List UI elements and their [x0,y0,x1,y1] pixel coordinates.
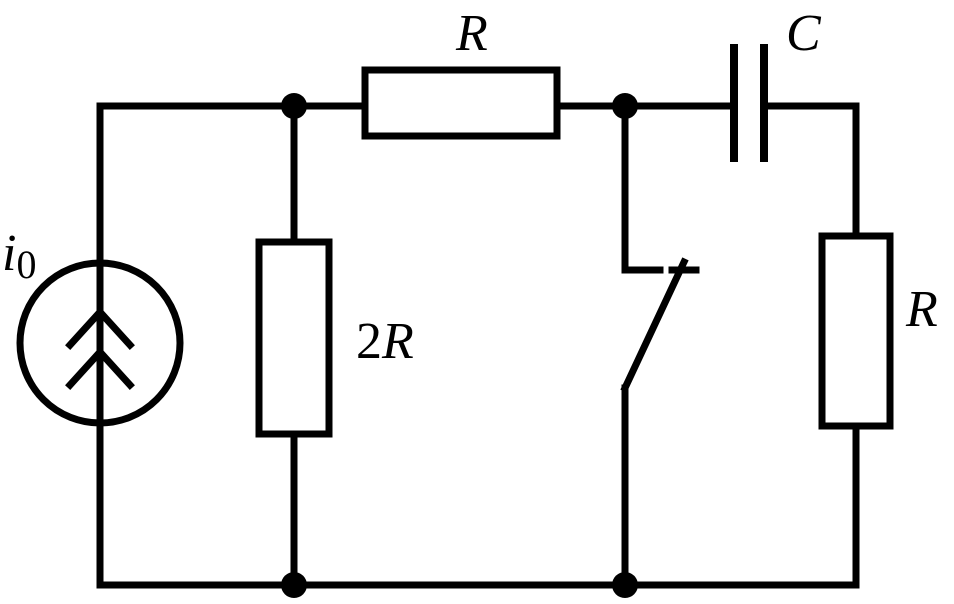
right-resistor [818,232,894,430]
wire-switch-top [621,102,664,274]
shunt-resistor-2r [255,238,333,438]
source-label: i0 [2,225,36,287]
junction-nodes [281,93,638,598]
shunt-resistor-label: 2R [356,313,414,370]
wires [96,102,860,589]
current-source-arrow-lower [65,346,135,390]
node-top-middle [612,93,638,119]
current-source-arrow-upper [65,306,135,350]
shunt-resistor-symbol: R [381,313,414,370]
current-source [16,259,184,428]
node-bottom-middle [612,572,638,598]
right-resistor-label: R [905,281,938,338]
top-resistor-label: R [455,5,488,62]
capacitor-label: C [786,5,822,62]
wire-capacitor-to-right [762,102,860,240]
wire-right-bottom [96,422,860,589]
source-subscript: 0 [16,242,36,287]
wire-left-top [96,102,298,314]
capacitor [730,44,768,162]
node-top-left [281,93,307,119]
source-symbol: i [2,225,16,282]
switch-blade [620,257,689,393]
top-resistor [361,66,561,140]
shunt-resistor-coeff: 2 [356,313,382,370]
node-bottom-left [281,572,307,598]
